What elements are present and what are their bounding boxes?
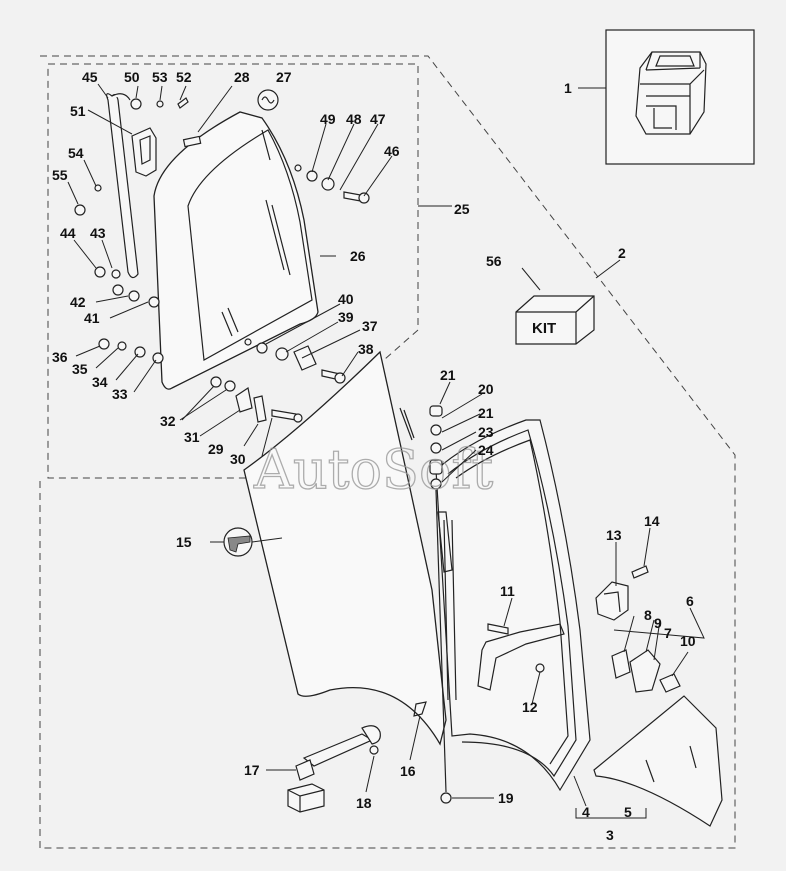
callout-10: 10: [680, 633, 696, 649]
callout-41: 41: [84, 310, 100, 326]
callout-37: 37: [362, 318, 378, 334]
callout-13: 13: [606, 527, 622, 543]
callout-51: 51: [70, 103, 86, 119]
callout-52: 52: [176, 69, 192, 85]
kit-box: KIT: [515, 295, 595, 345]
watermark-text: AutoSoft: [253, 438, 493, 501]
callout-labels: 1 2 3 4 5 6 7 8 9 10 11 12 13 14 15 16 1…: [52, 69, 696, 843]
callout-23: 23: [478, 424, 494, 440]
callout-50: 50: [124, 69, 140, 85]
callout-19: 19: [498, 790, 514, 806]
callout-46: 46: [384, 143, 400, 159]
callout-44: 44: [60, 225, 76, 241]
callout-40: 40: [338, 291, 354, 307]
callout-6: 6: [686, 593, 694, 609]
callout-5: 5: [624, 804, 632, 820]
callout-20: 20: [478, 381, 494, 397]
callout-14: 14: [644, 513, 660, 529]
hinge-assembly: [487, 565, 681, 693]
callout-11: 11: [500, 583, 515, 599]
callout-12: 12: [522, 699, 538, 715]
callout-17: 17: [244, 762, 260, 778]
callout-25: 25: [454, 201, 470, 217]
callout-39: 39: [338, 309, 354, 325]
rear-trim-panel: [593, 695, 723, 827]
gas-strut: [287, 725, 381, 813]
callout-32: 32: [160, 413, 176, 429]
callout-43: 43: [90, 225, 106, 241]
callout-21-top: 21: [440, 367, 456, 383]
glass-symbol-icon: [223, 527, 253, 557]
callout-38: 38: [358, 341, 374, 357]
door-frame: [435, 419, 591, 792]
window-latch-handle: [106, 93, 157, 279]
callout-56: 56: [486, 253, 502, 269]
callout-8: 8: [644, 607, 652, 623]
callout-54: 54: [68, 145, 84, 161]
callout-53: 53: [152, 69, 168, 85]
callout-3: 3: [606, 827, 614, 843]
callout-24: 24: [478, 442, 494, 458]
callout-29: 29: [208, 441, 224, 457]
leader-lines: [67, 83, 705, 819]
callout-55: 55: [52, 167, 68, 183]
callout-33: 33: [112, 386, 128, 402]
callout-9: 9: [654, 615, 662, 631]
assembly-boundary: [39, 55, 736, 849]
callout-26: 26: [350, 248, 366, 264]
callout-36: 36: [52, 349, 68, 365]
callout-16: 16: [400, 763, 416, 779]
callout-49: 49: [320, 111, 336, 127]
callout-34: 34: [92, 374, 108, 390]
kit-label: KIT: [532, 320, 556, 337]
callout-30: 30: [230, 451, 246, 467]
rear-window-hardware: [74, 89, 370, 423]
hinge-pins: [429, 405, 452, 804]
callout-15: 15: [176, 534, 192, 550]
callout-31: 31: [184, 429, 200, 445]
callout-35: 35: [72, 361, 88, 377]
callout-45: 45: [82, 69, 98, 85]
callout-7: 7: [664, 625, 672, 641]
callout-27: 27: [276, 69, 292, 85]
cab-thumbnail: [605, 29, 755, 165]
callout-4: 4: [582, 804, 590, 820]
callout-28: 28: [234, 69, 250, 85]
door-glass: [243, 350, 447, 746]
callout-42: 42: [70, 294, 86, 310]
callout-21-mid: 21: [478, 405, 494, 421]
callout-1: 1: [564, 80, 572, 96]
callout-18: 18: [356, 795, 372, 811]
callout-47: 47: [370, 111, 386, 127]
callout-48: 48: [346, 111, 362, 127]
callout-2: 2: [618, 245, 626, 261]
